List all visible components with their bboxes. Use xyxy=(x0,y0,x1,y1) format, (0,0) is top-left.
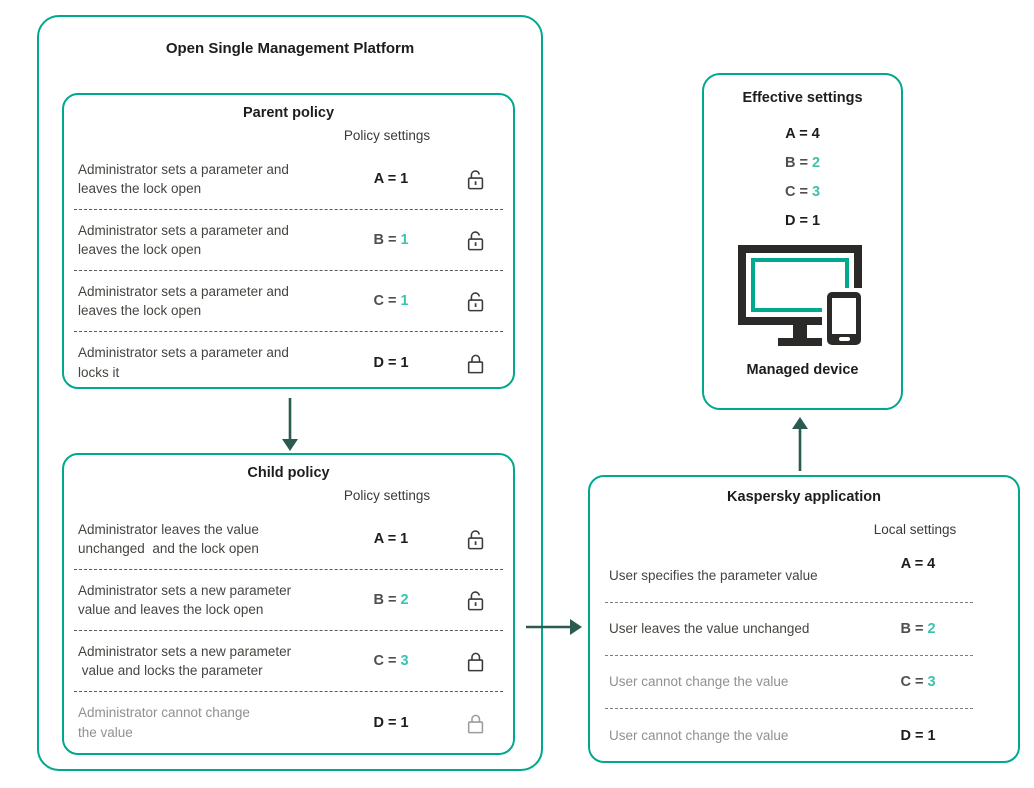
arrow-up-icon xyxy=(792,417,808,471)
row-text: User cannot change the value xyxy=(609,674,789,690)
parent-policy-settings-label: Policy settings xyxy=(343,128,431,143)
local-settings-label: Local settings xyxy=(873,522,957,537)
row-text: Administrator sets a new parameter value… xyxy=(78,643,292,678)
effective-values: A =4 B =2 C =3 D =1 xyxy=(704,119,901,235)
lock-open-icon xyxy=(449,228,503,252)
row-text: Administrator sets a new parameter value… xyxy=(78,582,292,617)
effective-value: B =2 xyxy=(784,154,821,171)
local-setting-row: User specifies the parameter value A =4 xyxy=(605,550,973,603)
effective-settings-title: Effective settings xyxy=(742,90,863,106)
row-text: User specifies the parameter value xyxy=(609,568,818,584)
parent-policy-title: Parent policy xyxy=(242,105,335,121)
child-policy-box: Child policy Policy settings Administrat… xyxy=(62,453,515,755)
row-value: D =1 xyxy=(373,714,409,731)
local-setting-row: User leaves the value unchanged B =2 xyxy=(605,603,973,656)
lock-closed-icon xyxy=(449,711,503,735)
local-setting-row: User cannot change the value D =1 xyxy=(605,709,973,762)
row-text: Administrator cannot change the value xyxy=(78,705,250,740)
policy-row: Administrator sets a parameter and locks… xyxy=(74,332,503,393)
kaspersky-rows: User specifies the parameter value A =4 … xyxy=(605,550,973,762)
policy-row: Administrator leaves the value unchanged… xyxy=(74,509,503,570)
row-value: A =1 xyxy=(373,531,409,547)
platform-title: Open Single Management Platform xyxy=(165,40,415,57)
row-value: C =3 xyxy=(900,674,936,690)
row-text: User leaves the value unchanged xyxy=(609,621,810,637)
row-text: Administrator sets a parameter and leave… xyxy=(78,161,289,196)
parent-policy-box: Parent policy Policy settings Administra… xyxy=(62,93,515,389)
row-value: B =1 xyxy=(373,232,409,248)
row-text: Administrator leaves the value unchanged… xyxy=(78,521,259,556)
local-setting-row: User cannot change the value C =3 xyxy=(605,656,973,709)
lock-closed-icon xyxy=(449,351,503,375)
effective-value: D =1 xyxy=(784,212,821,229)
lock-closed-icon xyxy=(449,649,503,673)
kaspersky-application-box: Kaspersky application Local settings Use… xyxy=(588,475,1020,763)
child-policy-settings-label: Policy settings xyxy=(343,488,431,503)
policy-row: Administrator sets a parameter and leave… xyxy=(74,210,503,271)
row-text: Administrator sets a parameter and locks… xyxy=(78,345,289,380)
managed-device-label: Managed device xyxy=(746,362,859,378)
row-value: C =1 xyxy=(373,293,409,309)
row-text: User cannot change the value xyxy=(609,727,789,743)
managed-device-icon xyxy=(738,245,866,347)
arrow-down-icon xyxy=(282,398,298,451)
row-value: A =1 xyxy=(373,171,409,187)
child-policy-rows: Administrator leaves the value unchanged… xyxy=(74,509,503,753)
effective-settings-box: Effective settings A =4 B =2 C =3 D =1 M… xyxy=(702,73,903,410)
row-value: A =4 xyxy=(900,556,936,572)
lock-open-icon xyxy=(449,167,503,191)
row-value: D =1 xyxy=(373,354,409,371)
row-value: C =3 xyxy=(373,653,409,669)
row-text: Administrator sets a parameter and leave… xyxy=(78,222,289,257)
policy-row: Administrator sets a parameter and leave… xyxy=(74,149,503,210)
row-value: B =2 xyxy=(373,592,409,608)
lock-open-icon xyxy=(449,289,503,313)
row-value: D =1 xyxy=(900,727,936,744)
policy-row: Administrator cannot change the value D … xyxy=(74,692,503,753)
parent-policy-rows: Administrator sets a parameter and leave… xyxy=(74,149,503,393)
lock-open-icon xyxy=(449,588,503,612)
policy-row: Administrator sets a new parameter value… xyxy=(74,631,503,692)
arrow-right-icon xyxy=(526,619,582,635)
effective-value: C =3 xyxy=(784,183,821,200)
effective-value: A =4 xyxy=(785,125,820,142)
lock-open-icon xyxy=(449,527,503,551)
policy-row: Administrator sets a new parameter value… xyxy=(74,570,503,631)
row-text: Administrator sets a parameter and leave… xyxy=(78,283,289,318)
kaspersky-application-title: Kaspersky application xyxy=(727,489,881,505)
child-policy-title: Child policy xyxy=(247,465,330,481)
row-value: B =2 xyxy=(900,621,936,637)
policy-row: Administrator sets a parameter and leave… xyxy=(74,271,503,332)
